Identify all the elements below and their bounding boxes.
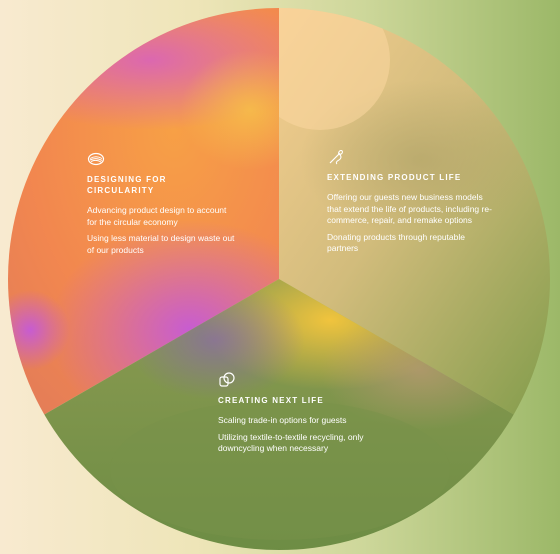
recycle-loop-icon [219,372,235,387]
segment-extending-item: Donating products through reputable part… [327,231,465,254]
segment-extending-item: Offering our guests new business models … [327,192,492,225]
segment-extending: EXTENDING PRODUCT LIFE Offering our gues… [327,148,497,260]
needle-thread-icon [329,150,343,165]
segment-creating: CREATING NEXT LIFE Scaling trade-in opti… [218,371,378,460]
thread-spool-icon [87,152,105,166]
segment-extending-title: EXTENDING PRODUCT LIFE [327,173,462,182]
segment-creating-title: CREATING NEXT LIFE [218,396,324,405]
segment-designing-item: Using less material to design waste out … [87,233,235,255]
segment-creating-item: Scaling trade-in options for guests [218,415,347,425]
segment-designing-title: DESIGNING FOR CIRCULARITY [87,175,167,195]
segment-creating-item: Utilizing textile-to-textile recycling, … [218,431,364,454]
segment-designing-item: Advancing product design to account for … [87,205,227,227]
segment-designing: DESIGNING FOR CIRCULARITY Advancing prod… [87,150,237,261]
